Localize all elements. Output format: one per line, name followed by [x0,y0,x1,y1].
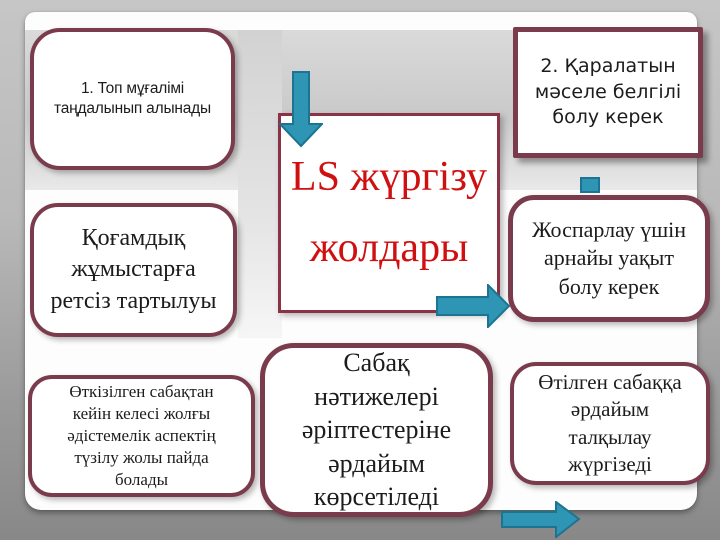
box-community-work: Қоғамдық жұмыстарға ретсіз тартылуы [30,203,237,337]
bottom-right-arrow-icon [501,501,581,538]
down-arrow-icon [279,71,323,148]
box-lesson-results: Сабақ нәтижелері әріптестеріне әрдайым к… [260,343,493,517]
box-lesson-discussion: Өтілген сабаққа әрдайым талқылау жүргізе… [510,362,710,485]
right-arrow-icon [436,284,511,328]
box-after-lesson-text: Өткізілген сабақтан кейін келесі жолғы ә… [67,381,216,490]
box-step2-problem-defined: 2. Қаралатын мәселе белгілі болу керек [513,27,703,158]
box-community-text: Қоғамдық жұмыстарға ретсіз тартылуы [50,225,217,314]
square-connector-icon [580,177,600,193]
box-planning-text: Жоспарлау үшін арнайы уақыт болу керек [531,216,687,299]
box-lesson-discussion-text: Өтілген сабаққа әрдайым талқылау жүргізе… [538,369,682,476]
slide-title: LS жүргізу жолдары [290,153,488,271]
center-gray-strip [238,30,282,338]
box-step2-text: 2. Қаралатын мәселе белгілі болу керек [534,55,682,129]
box-step1-text: 1. Топ мұғалімі таңдалынып алынады [54,80,211,117]
center-title-box: LS жүргізу жолдары [278,113,500,313]
box-lesson-results-text: Сабақ нәтижелері әріптестеріне әрдайым к… [301,348,452,512]
box-planning-time: Жоспарлау үшін арнайы уақыт болу керек [508,195,710,322]
box-after-lesson-method: Өткізілген сабақтан кейін келесі жолғы ә… [28,375,255,497]
box-step1-teacher-selected: 1. Топ мұғалімі таңдалынып алынады [30,28,235,170]
